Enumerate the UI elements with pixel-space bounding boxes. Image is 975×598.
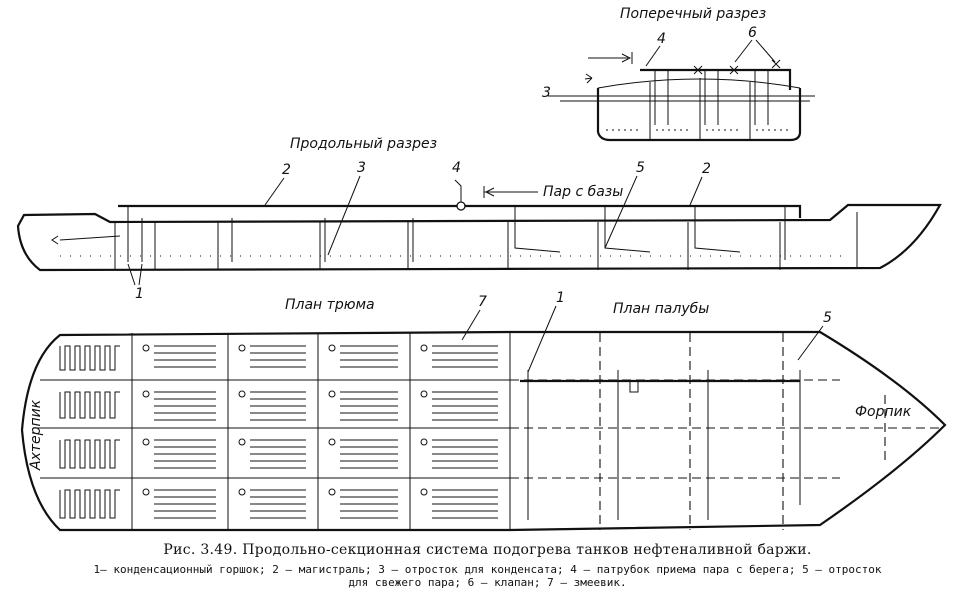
plan-view: План трюма План палубы Ахтерпик Форпик 7… [20,290,947,532]
label-1-plan: 1 [556,290,565,306]
cross-section-title: Поперечный разрез [620,6,766,22]
label-5-plan: 5 [823,310,832,326]
afterpeak-coil [59,489,120,519]
figure-legend: 1— конденсационный горшок; 2 — магистрал… [0,563,975,589]
afterpeak-coil [59,439,120,469]
coil-inlet [238,438,246,446]
label-7: 7 [478,294,487,310]
afterpeak-coil [59,391,120,419]
figure-caption: Рис. 3.49. Продольно-секционная система … [163,542,812,558]
forepeak-label: Форпик [855,404,912,420]
coil-inlet [328,344,336,352]
coil-inlet [420,438,428,446]
coil-inlet [238,488,246,496]
coil-inlet [328,390,336,398]
longitudinal-section-view: Продольный разрез 4 Пар с базы 2 2 3 5 [16,136,942,302]
coil-inlet [238,390,246,398]
afterpeak-coil [59,345,120,371]
coil-inlet [328,488,336,496]
coil-inlet [328,438,336,446]
coil-inlet [420,390,428,398]
coil-inlet [420,344,428,352]
afterpeak-label: Ахтерпик [28,399,44,471]
coil-inlet [142,344,150,352]
coil-inlet [420,488,428,496]
hold-plan-title: План трюма [285,297,375,313]
label-3-long: 3 [357,160,366,176]
steam-from-base-label: Пар с базы [543,184,623,200]
cross-section-view: Поперечный разрез 4 6 3 [542,6,815,142]
label-1-long: 1 [135,286,144,302]
label-4-long: 4 [452,160,461,176]
bulkheads [114,212,858,270]
label-2-left: 2 [282,162,291,178]
heating-coils [59,344,498,519]
label-6: 6 [748,25,757,41]
deck-plan-title: План палубы [613,301,709,317]
valve-symbols [693,59,781,75]
coil-inlet [142,438,150,446]
coil-inlet [142,390,150,398]
coil-inlet [142,488,150,496]
fresh-steam-branches [514,206,786,260]
label-5-long: 5 [636,160,645,176]
longitudinal-title: Продольный разрез [290,136,437,152]
legend-line-2: для свежего пара; 6 — клапан; 7 — змееви… [348,576,627,589]
label-2-right: 2 [702,161,711,177]
legend-line-1: 1— конденсационный горшок; 2 — магистрал… [93,563,882,576]
label-3-cross: 3 [542,85,551,101]
coil-inlet [238,344,246,352]
condensate-branches [51,206,414,262]
label-4-cross: 4 [657,31,666,47]
